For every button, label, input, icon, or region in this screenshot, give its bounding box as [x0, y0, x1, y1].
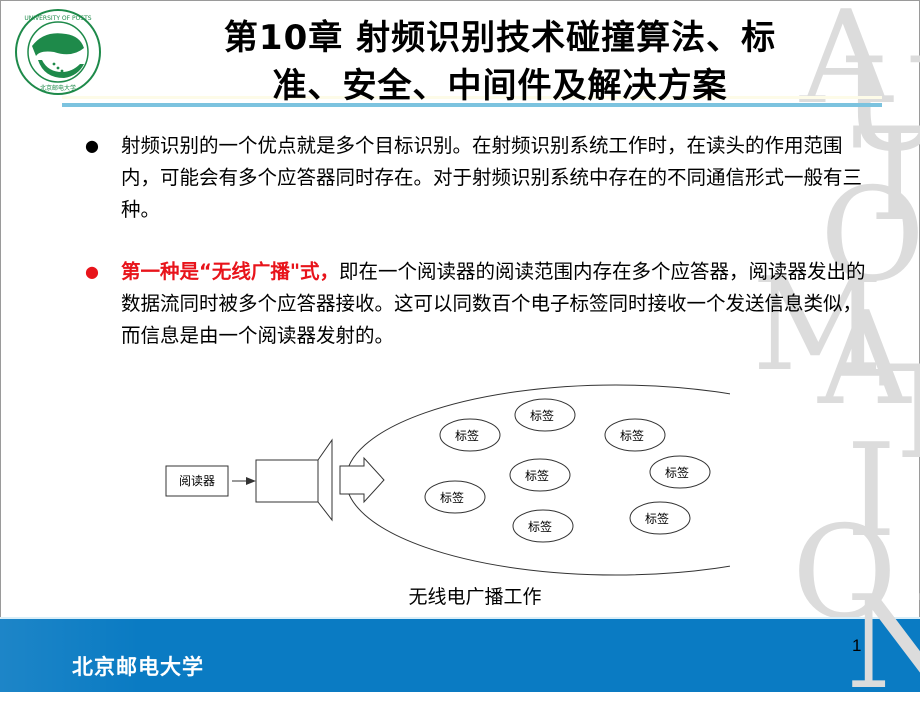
watermark-letter: O: [820, 161, 920, 310]
watermark-letter: N: [846, 569, 920, 718]
bullet-body: 即在一个阅读器的阅读范围内存在多个应答器，阅读器发出的数据流同时被多个应答器接收…: [121, 260, 866, 347]
tag-label: 标签: [525, 469, 550, 483]
tag-label: 标签: [645, 512, 670, 526]
watermark-letter: O: [792, 499, 897, 648]
broadcast-diagram: 阅读器 标签 标签 标签 标签 标签 标签 标签 标签: [150, 380, 887, 580]
bullet-dot-icon: ●: [85, 136, 99, 155]
title-line-2: 准、安全、中间件及解决方案: [272, 66, 728, 106]
bullet-text: 射频识别的一个优点就是多个目标识别。在射频识别系统工作时，在读头的作用范围内，可…: [121, 134, 863, 221]
tag-label: 标签: [440, 491, 465, 505]
bullet-dot-icon: ●: [85, 262, 99, 281]
svg-text:UNIVERSITY OF POSTS: UNIVERSITY OF POSTS: [24, 15, 91, 22]
footer-glow: [0, 619, 140, 692]
tag-label: 标签: [528, 520, 553, 534]
watermark-letter: T: [878, 350, 920, 478]
bullet-item: ● 射频识别的一个优点就是多个目标识别。在射频识别系统工作时，在读头的作用范围内…: [85, 130, 875, 226]
watermark-letter: A: [800, 0, 893, 133]
watermark-letter: I: [846, 417, 897, 566]
title-line-1: 第10章 射频识别技术碰撞算法、标: [223, 18, 777, 58]
bullet-item: ● 第一种是“无线广播"式，即在一个阅读器的阅读范围内存在多个应答器，阅读器发出…: [85, 256, 875, 352]
footer-bar: 北京邮电大学: [0, 617, 920, 692]
diagram-caption: 无线电广播工作: [408, 586, 542, 608]
watermark-letter: A: [818, 285, 911, 434]
bullet-text: 第一种是“无线广播"式，即在一个阅读器的阅读范围内存在多个应答器，阅读器发出的数…: [121, 256, 875, 352]
title-underline: [62, 103, 882, 107]
svg-text:北京邮电大学: 北京邮电大学: [40, 84, 76, 92]
university-logo: UNIVERSITY OF POSTS 北京邮电大学: [14, 8, 102, 96]
tag-label: 标签: [530, 409, 555, 423]
tag-label: 标签: [455, 429, 480, 443]
reader-label: 阅读器: [178, 474, 215, 488]
page-number: 1: [852, 636, 862, 655]
title-underline-light: [62, 96, 882, 99]
university-name: 北京邮电大学: [72, 654, 204, 679]
tag-label: 标签: [665, 466, 690, 480]
watermark-letter: T: [852, 101, 920, 250]
watermark-letter: M: [752, 251, 884, 400]
tag-label: 标签: [620, 429, 645, 443]
page-title: 第10章 射频识别技术碰撞算法、标 准、安全、中间件及解决方案: [150, 14, 850, 110]
bullet-highlight: 第一种是“无线广播"式，: [121, 260, 339, 283]
